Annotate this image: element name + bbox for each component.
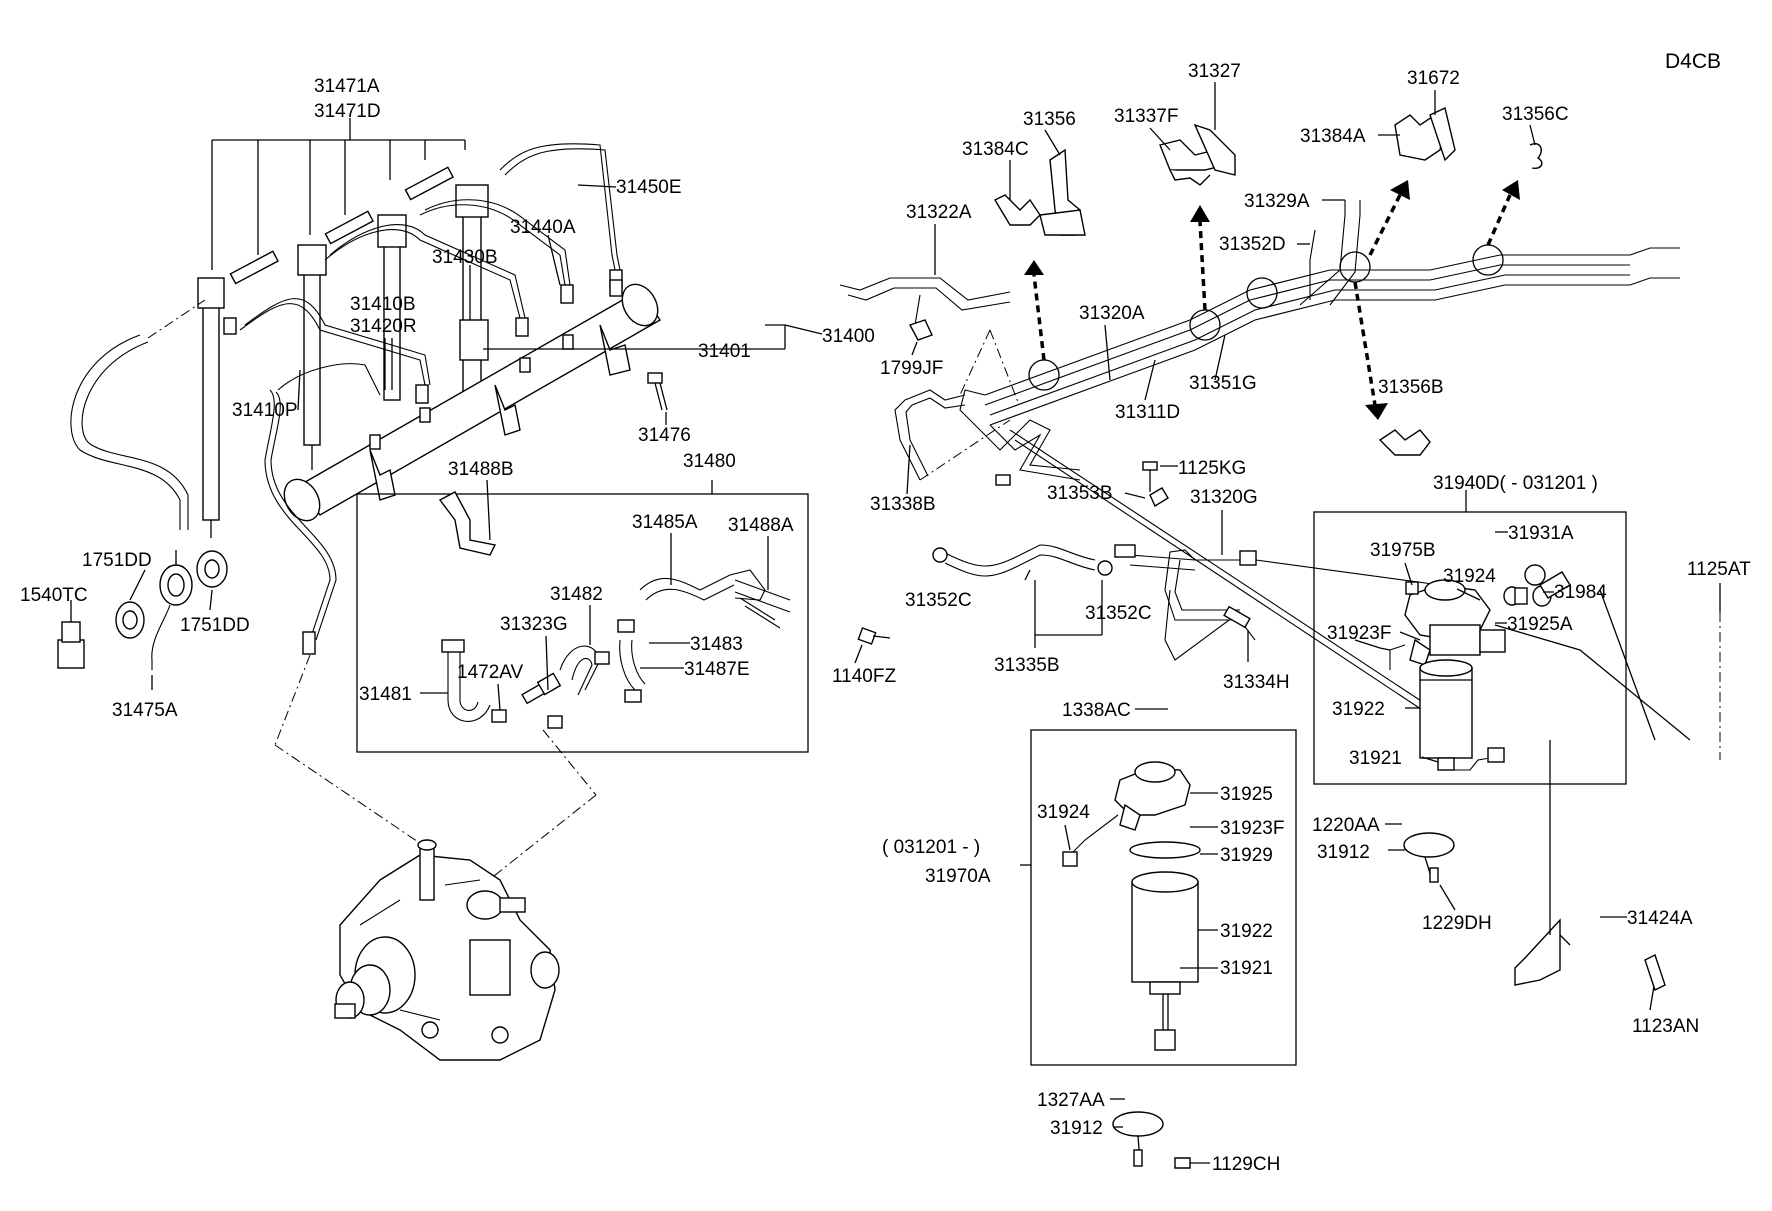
- label-1140FZ: 1140FZ: [832, 666, 896, 687]
- label-31925A: 31925A: [1507, 614, 1573, 635]
- label-1799JF: 1799JF: [880, 358, 943, 379]
- label-31921-b: 31921: [1220, 958, 1273, 979]
- label-31329A: 31329A: [1244, 191, 1310, 212]
- label-31334H: 31334H: [1223, 672, 1290, 693]
- label-1123AN: 1123AN: [1632, 1016, 1699, 1037]
- label-31351G: 31351G: [1189, 373, 1257, 394]
- leader-lines: [129, 82, 1721, 1169]
- label-1472AV: 1472AV: [457, 662, 524, 683]
- label-31929: 31929: [1220, 845, 1273, 866]
- group-box-31940d: [1313, 511, 1627, 785]
- bands-and-bracket: [1112, 589, 1721, 1167]
- bracket-31488b: [438, 491, 497, 556]
- label-1540TC: 1540TC: [20, 585, 88, 606]
- label-31922-a: 31922: [1332, 699, 1385, 720]
- label-1129CH: 1129CH: [1212, 1154, 1280, 1175]
- fuel-filter-upper: [1354, 564, 1691, 771]
- label-31931A: 31931A: [1508, 523, 1574, 544]
- label-31672: 31672: [1407, 68, 1460, 89]
- label-1125KG: 1125KG: [1178, 458, 1246, 479]
- label-31471A: 31471A: [314, 76, 380, 97]
- label-31384C: 31384C: [962, 139, 1029, 160]
- label-31410B: 31410B: [350, 294, 416, 315]
- label-31440A: 31440A: [510, 217, 576, 238]
- label-31327: 31327: [1188, 61, 1241, 82]
- label-31481: 31481: [359, 684, 412, 705]
- label-31476: 31476: [638, 425, 691, 446]
- label-31921-a: 31921: [1349, 748, 1402, 769]
- banjo-bolt-parts: [57, 550, 228, 670]
- label-31480: 31480: [683, 451, 736, 472]
- label-1751DD-a: 1751DD: [82, 550, 152, 571]
- label-31488A: 31488A: [728, 515, 794, 536]
- label-31338B: 31338B: [870, 494, 936, 515]
- label-31912-b: 31912: [1050, 1118, 1103, 1139]
- label-31420R: 31420R: [350, 316, 417, 337]
- clips: [994, 107, 1543, 508]
- label-31335B: 31335B: [994, 655, 1060, 676]
- hose-assembly: [441, 569, 891, 896]
- label-31924-a: 31924: [1443, 566, 1496, 587]
- group-box-31480: [356, 493, 809, 753]
- label-1327AA: 1327AA: [1037, 1090, 1105, 1111]
- label-31384A: 31384A: [1300, 126, 1366, 147]
- label-1220AA: 1220AA: [1312, 815, 1380, 836]
- group-box-31970a: [1030, 729, 1297, 1066]
- label-31353B: 31353B: [1047, 483, 1113, 504]
- label-31940D: 31940D( - 031201 ): [1433, 473, 1598, 494]
- label-31320G: 31320G: [1190, 487, 1258, 508]
- label-31352C-a: 31352C: [905, 590, 972, 611]
- label-31984: 31984: [1554, 582, 1607, 603]
- label-1751DD-b: 1751DD: [180, 615, 250, 636]
- label-31475A: 31475A: [112, 700, 178, 721]
- fuel-line-assembly: [839, 200, 1680, 726]
- label-31450E: 31450E: [616, 177, 682, 198]
- direction-arrows: [1024, 180, 1520, 420]
- label-31488B: 31488B: [448, 459, 514, 480]
- label-31424A: 31424A: [1627, 908, 1693, 929]
- label-31356: 31356: [1023, 109, 1076, 130]
- bolt-31476: [647, 372, 668, 411]
- label-31320A: 31320A: [1079, 303, 1145, 324]
- label-1229DH: 1229DH: [1422, 913, 1492, 934]
- label-31970A: 31970A: [925, 866, 991, 887]
- label-31401: 31401: [698, 341, 751, 362]
- label-31483: 31483: [690, 634, 743, 655]
- fuel-pump: [334, 839, 560, 1061]
- label-31922-b: 31922: [1220, 921, 1273, 942]
- label-31400: 31400: [822, 326, 875, 347]
- fuel-filter-lower: [1062, 761, 1201, 1051]
- label-31923F-a: 31923F: [1327, 623, 1391, 644]
- label-31925: 31925: [1220, 784, 1273, 805]
- label-31923F-b: 31923F: [1220, 818, 1284, 839]
- label-1125AT: 1125AT: [1687, 559, 1751, 580]
- label-31352C-b: 31352C: [1085, 603, 1152, 624]
- label-31356B: 31356B: [1378, 377, 1444, 398]
- label-31323G: 31323G: [500, 614, 568, 635]
- label-31410P: 31410P: [232, 400, 298, 421]
- label-31485A: 31485A: [632, 512, 698, 533]
- label-31311D: 31311D: [1115, 402, 1180, 423]
- label-1338AC: 1338AC: [1062, 700, 1131, 721]
- label-31912-a: 31912: [1317, 842, 1370, 863]
- label-31356C: 31356C: [1502, 104, 1569, 125]
- label-31337F: 31337F: [1114, 106, 1178, 127]
- engine-code: D4CB: [1665, 50, 1721, 73]
- injector-assembly: [70, 118, 661, 851]
- label-31975B: 31975B: [1370, 540, 1436, 561]
- label-31352D: 31352D: [1219, 234, 1286, 255]
- label-31482: 31482: [550, 584, 603, 605]
- label-31487E: 31487E: [684, 659, 750, 680]
- label-31322A: 31322A: [906, 202, 972, 223]
- label-031201-range: ( 031201 - ): [882, 837, 980, 858]
- label-31471D: 31471D: [314, 101, 381, 122]
- label-31430B: 31430B: [432, 247, 498, 268]
- part-labels: 31471A 31471D 31450E 31440A 31430B 31410…: [20, 61, 1751, 1175]
- label-31924-b: 31924: [1037, 802, 1090, 823]
